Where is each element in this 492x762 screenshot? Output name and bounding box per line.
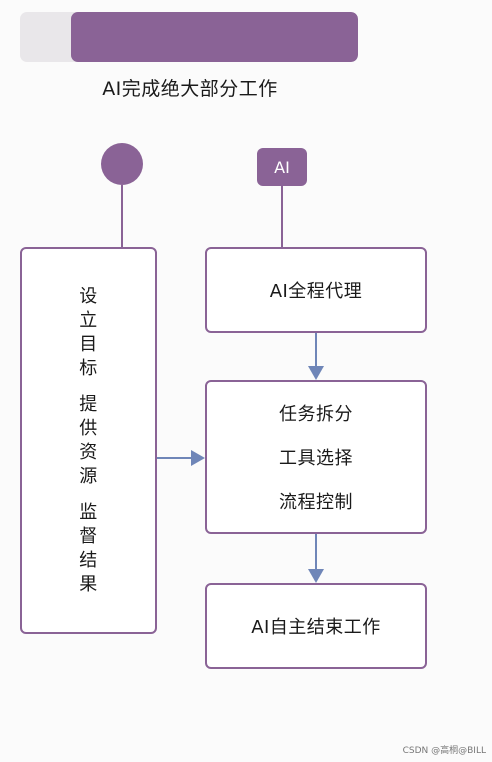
ai-end-box: AI自主结束工作: [205, 583, 427, 669]
human-connector-line: [121, 185, 123, 247]
arrow-tasks-to-end-head: [308, 569, 324, 583]
left-char: 提: [79, 393, 98, 415]
task-line: 工具选择: [279, 448, 353, 469]
progress-fill: [70, 12, 358, 62]
left-char: 监: [79, 501, 98, 523]
arrow-tasks-to-end-line: [315, 534, 317, 570]
left-char: 供: [79, 417, 98, 439]
arrow-proxy-to-tasks-line: [315, 333, 317, 367]
ai-node-badge: AI: [257, 148, 307, 186]
arrow-left-to-tasks-head: [191, 450, 205, 466]
left-char: 资: [79, 441, 98, 463]
task-line: 流程控制: [279, 492, 353, 513]
left-char: 标: [79, 357, 98, 379]
arrow-left-to-tasks-line: [157, 457, 192, 459]
progress-bar: [20, 12, 358, 62]
left-char: 立: [79, 309, 98, 331]
task-line: 任务拆分: [279, 404, 353, 425]
left-char: 果: [79, 573, 98, 595]
ai-connector-line: [281, 186, 283, 247]
ai-tasks-box: 任务拆分 工具选择 流程控制: [205, 380, 427, 534]
watermark: CSDN @高桐@BILL: [402, 746, 486, 756]
left-char: 督: [79, 525, 98, 547]
left-char: 源: [79, 465, 98, 487]
left-char: 目: [79, 333, 98, 355]
ai-proxy-box: AI全程代理: [205, 247, 427, 333]
left-char: 结: [79, 549, 98, 571]
human-node-circle: [101, 143, 143, 185]
arrow-proxy-to-tasks-head: [308, 366, 324, 380]
human-role-box: 设 立 目 标 提 供 资 源 监 督 结 果: [20, 247, 157, 634]
diagram-title: AI完成绝大部分工作: [102, 78, 278, 100]
left-char: 设: [79, 285, 98, 307]
